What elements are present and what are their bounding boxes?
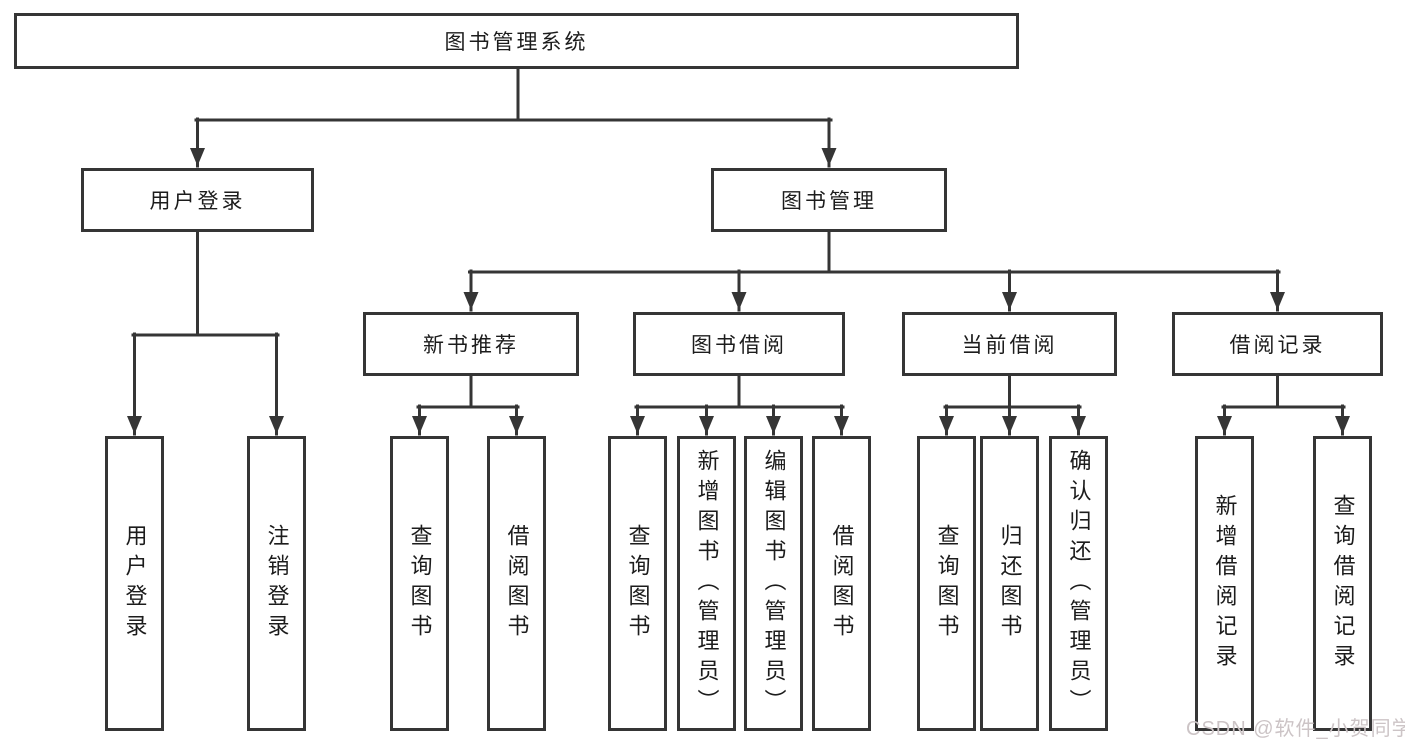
branch-current-borrowing [943,374,1082,409]
branch-new-book-recommend [416,374,520,409]
node-current-borrowing: 当前借阅 [902,312,1117,376]
node-leaf-login-label: 用户登录 [122,523,148,644]
node-leaf-br-add-record-label: 新增借阅记录 [1212,493,1238,674]
node-leaf-cb-query-books-label: 查询图书 [934,523,960,644]
branch-user-login [131,230,280,337]
node-root: 图书管理系统 [14,13,1019,69]
tree-branches [127,67,1350,436]
node-borrowing-records-label: 借阅记录 [1229,334,1326,357]
node-leaf-bb-borrow-books-label: 借阅图书 [829,523,855,644]
node-new-book-recommend: 新书推荐 [363,312,579,376]
node-leaf-bb-borrow-books: 借阅图书 [812,436,871,731]
node-leaf-bb-edit-books-admin: 编辑图书（管理员） [744,436,803,731]
node-leaf-logout: 注销登录 [247,436,306,731]
node-leaf-cb-return-books: 归还图书 [980,436,1039,731]
csdn-watermark: CSDN @软件_小贺同学 [1186,718,1405,740]
branch-book-management [468,230,1281,274]
branch-root [194,67,833,122]
node-leaf-br-query-record: 查询借阅记录 [1313,436,1372,731]
node-user-login-label: 用户登录 [149,190,246,213]
node-leaf-nbr-borrow-books: 借阅图书 [487,436,546,731]
node-leaf-cb-confirm-return-admin-label: 确认归还（管理员） [1066,448,1092,719]
node-leaf-bb-query-books: 查询图书 [608,436,667,731]
node-user-login: 用户登录 [81,168,314,232]
node-leaf-br-query-record-label: 查询借阅记录 [1330,493,1356,674]
node-leaf-cb-query-books: 查询图书 [917,436,976,731]
node-book-management-label: 图书管理 [781,190,877,213]
branch-book-borrowing [634,374,845,409]
branch-borrowing-records [1221,374,1346,409]
node-book-management: 图书管理 [711,168,947,232]
node-leaf-bb-add-books-admin-label: 新增图书（管理员） [694,448,720,719]
node-leaf-cb-return-books-label: 归还图书 [997,523,1023,644]
node-book-borrowing-label: 图书借阅 [691,334,787,357]
node-leaf-nbr-query-books-label: 查询图书 [407,523,433,644]
node-leaf-bb-query-books-label: 查询图书 [625,523,651,644]
node-leaf-logout-label: 注销登录 [264,523,290,644]
node-book-borrowing: 图书借阅 [633,312,845,376]
node-leaf-bb-edit-books-admin-label: 编辑图书（管理员） [761,448,787,719]
node-root-label: 图书管理系统 [444,31,589,54]
node-leaf-br-add-record: 新增借阅记录 [1195,436,1254,731]
node-current-borrowing-label: 当前借阅 [961,334,1058,357]
node-leaf-nbr-borrow-books-label: 借阅图书 [504,523,530,644]
node-leaf-nbr-query-books: 查询图书 [390,436,449,731]
node-leaf-login: 用户登录 [105,436,164,731]
node-leaf-cb-confirm-return-admin: 确认归还（管理员） [1049,436,1108,731]
node-leaf-bb-add-books-admin: 新增图书（管理员） [677,436,736,731]
node-borrowing-records: 借阅记录 [1172,312,1383,376]
node-new-book-recommend-label: 新书推荐 [423,334,519,357]
